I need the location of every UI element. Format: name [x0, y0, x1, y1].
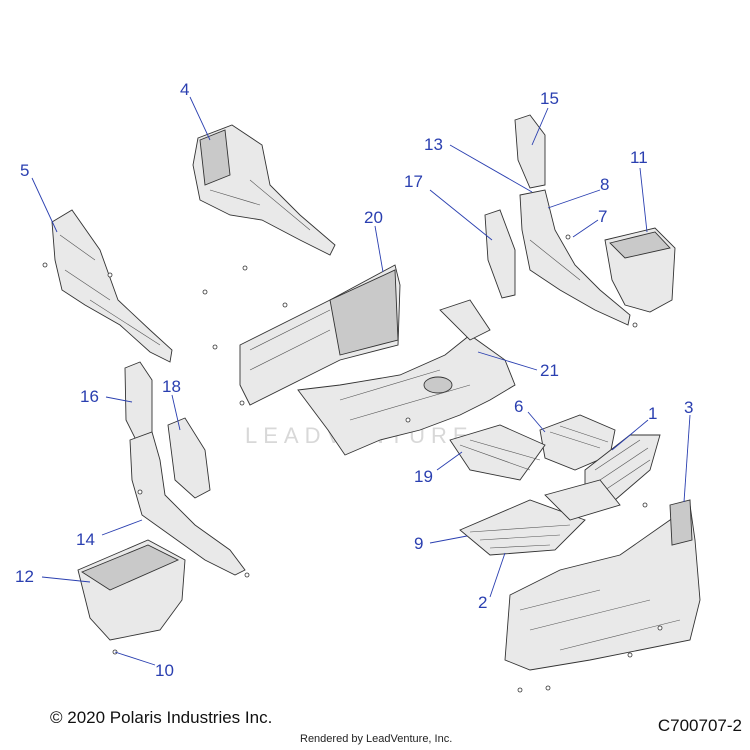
callout-18: 18 — [162, 377, 181, 396]
part-12-storage-bin — [77, 539, 186, 641]
part-20-firewall-panel — [239, 264, 401, 406]
diagram-code: C700707-2 — [657, 716, 742, 735]
fasteners — [42, 234, 663, 693]
part-18-side-trim — [167, 417, 211, 499]
callout-2: 2 — [478, 593, 487, 612]
callout-4: 4 — [180, 80, 189, 99]
callout-13: 13 — [424, 135, 443, 154]
callout-11: 11 — [630, 148, 648, 167]
callout-16: 16 — [80, 387, 99, 406]
callout-19: 19 — [414, 467, 433, 486]
callout-12: 12 — [15, 567, 34, 586]
callout-17: 17 — [404, 172, 423, 191]
part-9-floor-grate — [459, 499, 586, 556]
callout-15: 15 — [540, 89, 559, 108]
callout-3: 3 — [684, 398, 693, 417]
rendered-by-text: Rendered by LeadVenture, Inc. — [300, 733, 453, 745]
callout-1: 1 — [648, 404, 657, 423]
part-4-upper-panel — [192, 124, 336, 256]
part-8-side-panel — [519, 189, 631, 326]
part-2-center-bracket — [544, 479, 621, 521]
part-11-storage-bin — [604, 227, 676, 313]
leader-lines — [31, 96, 691, 666]
callout-5: 5 — [20, 161, 29, 180]
part-16-side-trim — [124, 361, 153, 445]
callout-6: 6 — [514, 397, 523, 416]
callout-10: 10 — [155, 661, 174, 680]
part-17-bracket — [484, 209, 516, 299]
part-21-floor-tub — [297, 299, 516, 456]
part-5-side-panel — [51, 209, 173, 363]
callout-20: 20 — [364, 208, 383, 227]
exploded-parts-diagram: LEADVENTURE — [15, 80, 701, 693]
callout-8: 8 — [600, 175, 609, 194]
callout-14: 14 — [76, 530, 95, 549]
callout-9: 9 — [414, 534, 423, 553]
part-19-grille — [449, 424, 546, 481]
callout-labels: 1 2 3 4 5 6 7 8 9 10 11 12 13 14 15 16 1… — [15, 80, 693, 680]
callout-21: 21 — [540, 361, 559, 380]
part-3-rear-bulkhead — [504, 499, 701, 671]
copyright-text: © 2020 Polaris Industries Inc. — [50, 708, 273, 727]
part-14-side-panel — [129, 431, 246, 576]
callout-7: 7 — [598, 207, 607, 226]
